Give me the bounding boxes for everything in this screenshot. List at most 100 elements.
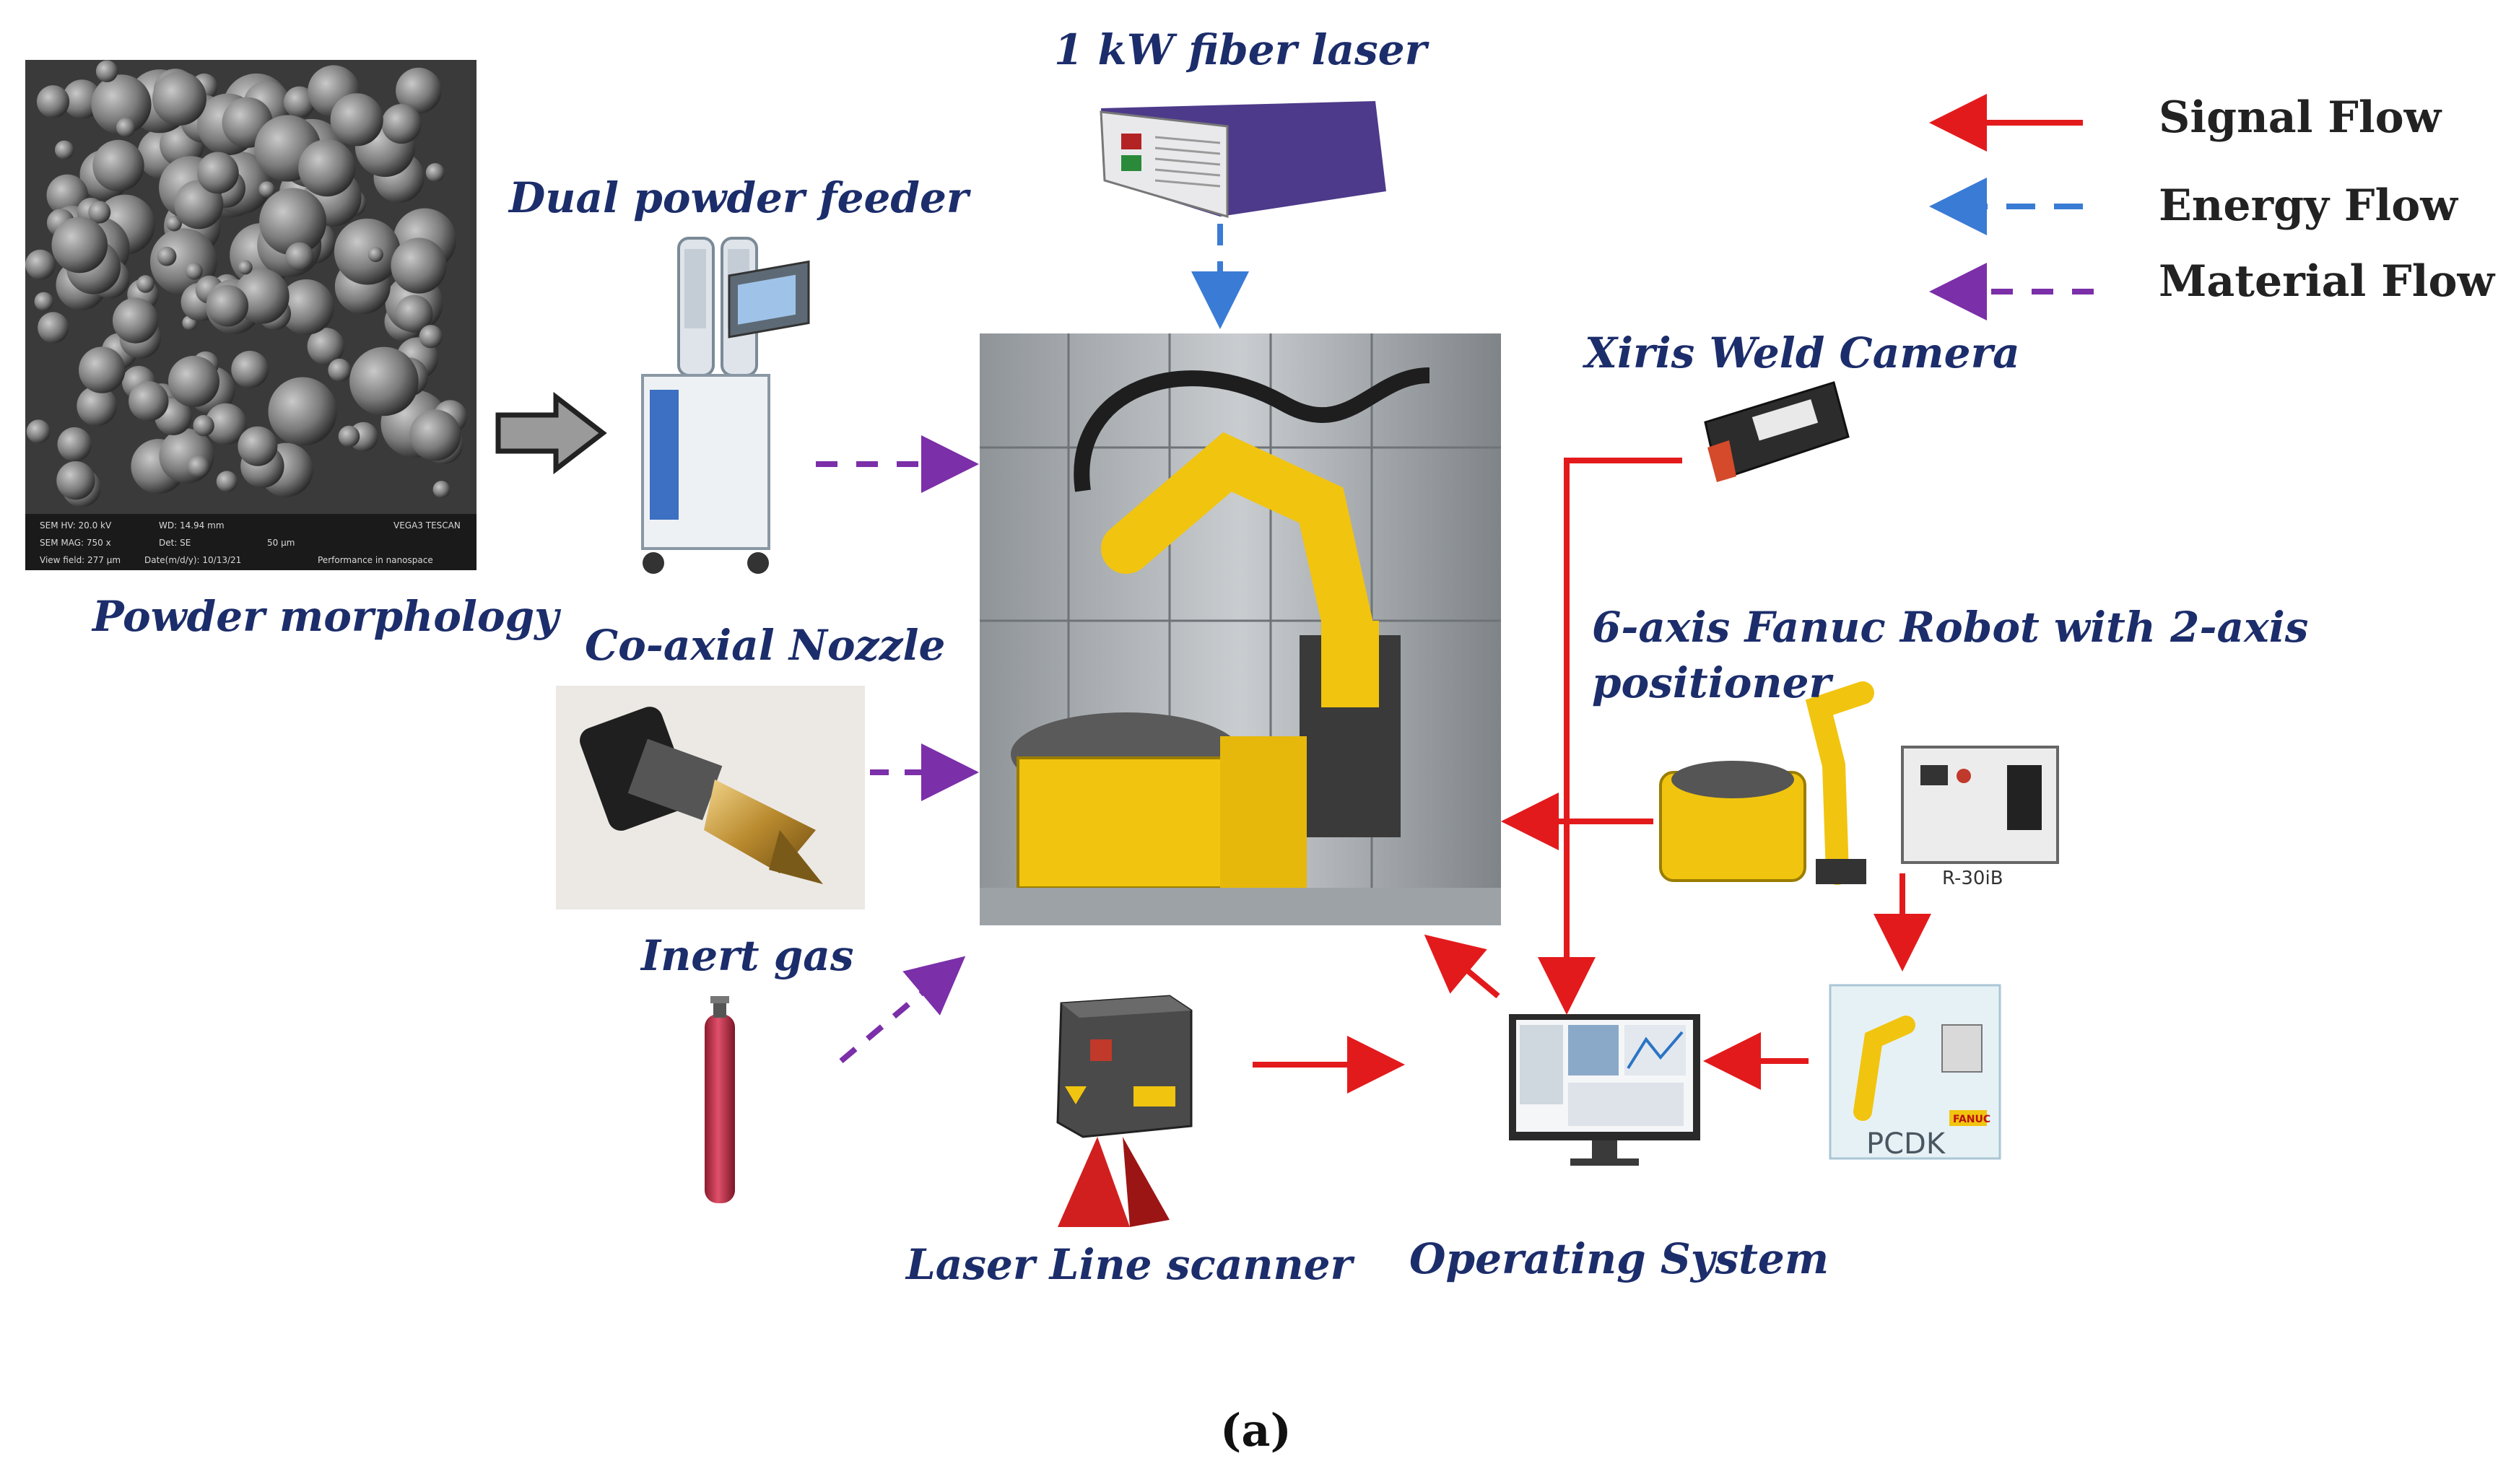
powder-morphology-image: SEM HV: 20.0 kV WD: 14.94 mm VEGA3 TESCA… bbox=[25, 60, 476, 570]
powder-particle bbox=[185, 262, 203, 280]
powder-particle bbox=[330, 93, 383, 147]
pcdk-image: FANUC PCDK bbox=[1829, 984, 2001, 1161]
powder-particle bbox=[258, 181, 275, 198]
signal-flow-camera-to-os bbox=[1538, 458, 1682, 1015]
powder-particle bbox=[79, 346, 126, 393]
svg-text:SEM MAG: 750 x: SEM MAG: 750 x bbox=[40, 538, 111, 548]
powder-particle bbox=[328, 358, 352, 382]
powder-particle bbox=[205, 403, 247, 445]
powder-particle bbox=[231, 351, 269, 388]
powder-particle bbox=[26, 419, 51, 444]
legend-energy-label: Energy Flow bbox=[2159, 180, 2458, 231]
powder-particle bbox=[268, 377, 337, 446]
powder-particle bbox=[206, 284, 249, 327]
weld-camera-label: Xiris Weld Camera bbox=[1585, 328, 2020, 377]
block-arrow bbox=[495, 391, 607, 475]
powder-particle bbox=[46, 174, 89, 217]
powder-morphology-label: Powder morphology bbox=[92, 592, 559, 641]
powder-particle bbox=[25, 249, 56, 280]
svg-text:Det: SE: Det: SE bbox=[159, 538, 191, 548]
powder-particle bbox=[238, 426, 278, 466]
powder-particle bbox=[150, 228, 217, 295]
powder-particle bbox=[283, 86, 315, 118]
robot-label-line1: 6-axis Fanuc Robot with 2-axis bbox=[1592, 603, 2309, 652]
powder-particle bbox=[419, 325, 443, 349]
powder-particle bbox=[279, 279, 334, 335]
powder-particle bbox=[432, 481, 451, 498]
powder-particle bbox=[168, 355, 219, 407]
powder-particle bbox=[381, 104, 422, 144]
svg-text:SEM HV: 20.0 kV: SEM HV: 20.0 kV bbox=[40, 520, 112, 531]
powder-particle bbox=[152, 71, 206, 126]
coaxial-nozzle-image bbox=[556, 686, 865, 909]
powder-particle bbox=[57, 427, 92, 462]
controller-label: R-30iB bbox=[1942, 868, 2003, 889]
powder-particle bbox=[113, 297, 159, 344]
pcdk-label: PCDK bbox=[1866, 1127, 1946, 1161]
powder-particle bbox=[409, 409, 461, 461]
powder-feeder-image bbox=[641, 237, 810, 574]
inert-gas-label: Inert gas bbox=[641, 931, 854, 980]
powder-particle bbox=[334, 218, 401, 285]
powder-particle bbox=[91, 74, 152, 135]
powder-particle bbox=[116, 118, 136, 137]
svg-text:WD: 14.94 mm: WD: 14.94 mm bbox=[159, 520, 225, 531]
inert-gas-cylinder-image bbox=[705, 996, 735, 1203]
svg-text:Performance in nanospace: Performance in nanospace bbox=[318, 555, 433, 565]
signal-flow-os-to-cell bbox=[1424, 934, 1500, 999]
powder-particle bbox=[92, 139, 144, 192]
powder-particle bbox=[338, 425, 360, 448]
powder-particle bbox=[391, 237, 447, 294]
laser-line-scanner-image bbox=[1056, 995, 1193, 1227]
powder-particle bbox=[238, 260, 253, 275]
robot-cell-image bbox=[980, 333, 1501, 925]
powder-particle bbox=[77, 385, 117, 427]
fiber-laser-label: 1 kW fiber laser bbox=[1054, 25, 1427, 74]
powder-particle bbox=[307, 328, 344, 365]
powder-particle bbox=[55, 140, 74, 160]
line-scanner-label: Laser Line scanner bbox=[906, 1240, 1353, 1289]
material-flow-gas-arrow bbox=[839, 956, 966, 1064]
operating-system-monitor-image bbox=[1509, 1014, 1700, 1166]
powder-particle bbox=[349, 346, 419, 416]
powder-particle bbox=[196, 152, 239, 194]
svg-text:Date(m/d/y): 10/13/21: Date(m/d/y): 10/13/21 bbox=[144, 555, 241, 565]
svg-text:VEGA3 TESCAN: VEGA3 TESCAN bbox=[393, 520, 461, 531]
powder-feeder-label: Dual powder feeder bbox=[509, 173, 969, 222]
powder-particle bbox=[56, 461, 95, 500]
svg-text:View field: 277 µm: View field: 277 µm bbox=[40, 555, 121, 565]
powder-particle bbox=[95, 60, 118, 82]
powder-particle bbox=[129, 381, 169, 422]
powder-particle bbox=[216, 471, 238, 492]
powder-particle bbox=[193, 415, 214, 437]
pcdk-badge: FANUC bbox=[1953, 1114, 1990, 1125]
powder-particle bbox=[396, 67, 442, 114]
powder-particle bbox=[36, 85, 70, 118]
legend-material-label: Material Flow bbox=[2159, 256, 2495, 307]
powder-particle bbox=[259, 188, 327, 256]
powder-particle bbox=[159, 428, 214, 484]
powder-particle bbox=[34, 292, 53, 311]
powder-particle bbox=[51, 217, 108, 274]
legend-signal-label: Signal Flow bbox=[2159, 92, 2442, 143]
operating-system-label: Operating System bbox=[1409, 1234, 1829, 1283]
powder-particle bbox=[157, 246, 177, 266]
fanuc-controller-image bbox=[1901, 746, 2059, 864]
weld-camera-image bbox=[1704, 381, 1850, 482]
powder-particle bbox=[38, 312, 69, 344]
figure-caption: (a) bbox=[1220, 1404, 1292, 1457]
powder-particle bbox=[285, 242, 314, 271]
powder-particle bbox=[425, 163, 445, 182]
fiber-laser-image bbox=[1100, 101, 1386, 219]
powder-particle bbox=[136, 275, 155, 293]
robot-label-line2: positioner bbox=[1592, 658, 1832, 707]
fanuc-robot-positioner-image bbox=[1659, 681, 1874, 885]
powder-particle bbox=[367, 246, 383, 263]
powder-particle bbox=[298, 139, 356, 197]
powder-particle bbox=[395, 294, 433, 333]
nozzle-label: Co-axial Nozzle bbox=[585, 621, 946, 670]
powder-particle bbox=[187, 455, 210, 478]
svg-text:50 µm: 50 µm bbox=[267, 538, 295, 548]
powder-particle bbox=[88, 201, 111, 224]
